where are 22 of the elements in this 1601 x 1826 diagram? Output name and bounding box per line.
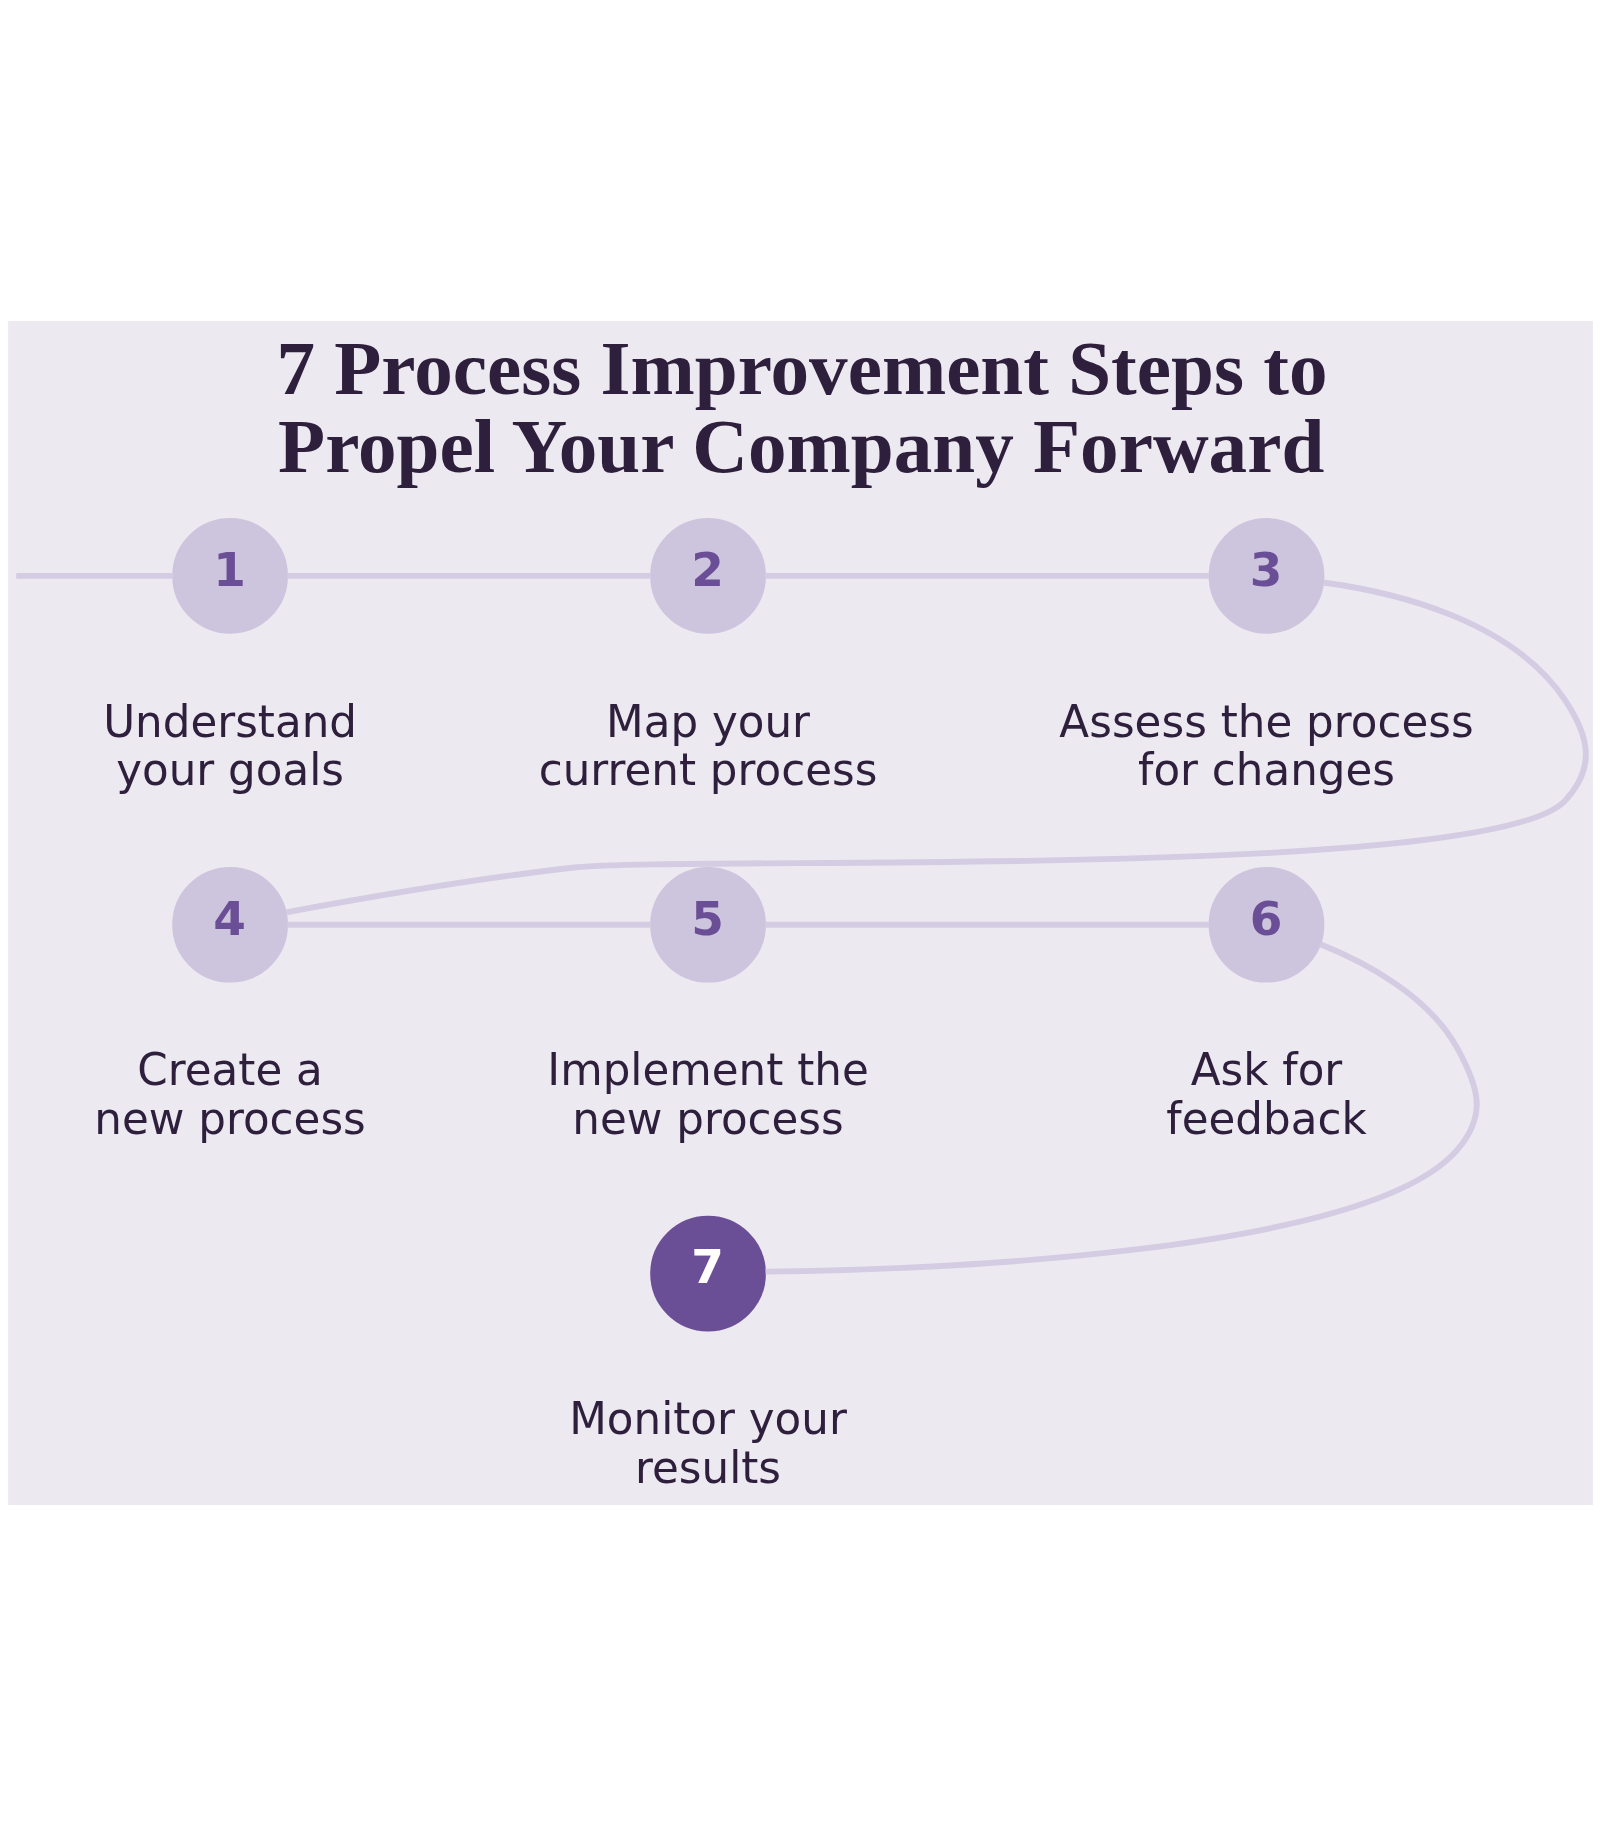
connector — [287, 921, 651, 928]
node-label: Understand your goals — [103, 696, 357, 796]
connector — [16, 572, 173, 579]
node-label: Map your current process — [538, 696, 878, 796]
node-label: Ask for feedback — [1166, 1045, 1367, 1145]
node-circle: 7 — [650, 1215, 766, 1332]
connector — [765, 572, 1210, 579]
connector — [765, 941, 1480, 1275]
node-circle: 3 — [1208, 518, 1325, 634]
connector — [287, 572, 651, 579]
node-label: Create a new process — [94, 1045, 366, 1145]
node-label: Assess the process for changes — [1059, 696, 1474, 796]
node-label: Monitor your results — [569, 1394, 847, 1493]
diagram-title: 7 Process Improvement Steps to Propel Your Company Forward — [276, 325, 1328, 489]
connector — [765, 921, 1210, 928]
node-circle: 4 — [172, 866, 288, 983]
node-circle: 1 — [172, 518, 288, 634]
node-circle: 5 — [650, 866, 766, 983]
node-circle: 2 — [650, 518, 766, 634]
node-label: Implement the new process — [547, 1045, 869, 1145]
connector — [285, 579, 1589, 916]
node-circle: 6 — [1208, 866, 1325, 983]
